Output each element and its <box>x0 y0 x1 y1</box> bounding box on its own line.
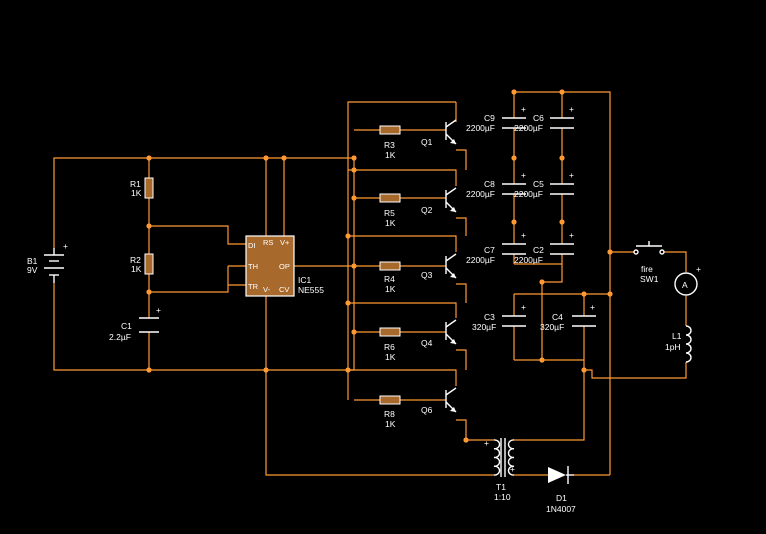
c4-ref: C4 <box>552 312 563 322</box>
battery-b1: + B1 9V <box>27 241 68 283</box>
capacitor-c6: + C6 2200µF <box>514 104 574 133</box>
pin-cv: CV <box>279 285 289 294</box>
t1-plus-secondary: + <box>510 464 515 474</box>
stage-2: R5 1K Q2 <box>379 187 457 228</box>
c8-ref: C8 <box>484 179 495 189</box>
stage-3-q-ref: Q3 <box>421 270 433 280</box>
pin-vplus: V+ <box>280 238 290 247</box>
ic-value: NE555 <box>298 285 324 295</box>
stage-4: R6 1K Q4 <box>379 319 457 362</box>
switch-ref: SW1 <box>640 274 659 284</box>
stage-5-r-value: 1K <box>385 419 396 429</box>
c3-plus: + <box>521 302 526 312</box>
pin-vminus: V- <box>263 285 271 294</box>
resistor-r1: R1 1K <box>130 177 154 199</box>
battery-plus: + <box>63 241 68 251</box>
r2-ref: R2 <box>130 255 141 265</box>
stage-2-q-ref: Q2 <box>421 205 433 215</box>
inductor-value: 1pH <box>665 342 681 352</box>
capacitor-c4: + C4 320µF <box>540 302 596 332</box>
c6-plus: + <box>569 104 574 114</box>
c5-value: 2200µF <box>514 189 543 199</box>
stage-3-r-value: 1K <box>385 284 396 294</box>
stage-5-q-ref: Q6 <box>421 405 433 415</box>
stage-1: R3 1K Q1 <box>379 119 457 160</box>
ammeter-symbol: A <box>682 280 688 290</box>
t1-ref: T1 <box>496 482 506 492</box>
c2-plus: + <box>569 230 574 240</box>
c9-plus: + <box>521 104 526 114</box>
c6-ref: C6 <box>533 113 544 123</box>
stage-2-r-ref: R5 <box>384 208 395 218</box>
c2-value: 2200µF <box>514 255 543 265</box>
stage-1-r-value: 1K <box>385 150 396 160</box>
stage-4-r-value: 1K <box>385 352 396 362</box>
pin-op: OP <box>279 262 290 271</box>
c6-value: 2200µF <box>514 123 543 133</box>
c9-ref: C9 <box>484 113 495 123</box>
c3-ref: C3 <box>484 312 495 322</box>
r2-value: 1K <box>131 264 142 274</box>
pin-th: TH <box>248 262 258 271</box>
ammeter-plus: + <box>696 264 701 274</box>
c1-value: 2.2µF <box>109 332 131 342</box>
inductor-ref: L1 <box>672 331 682 341</box>
stage-5-r-ref: R8 <box>384 409 395 419</box>
r1-value: 1K <box>131 188 142 198</box>
c1-ref: C1 <box>121 321 132 331</box>
c8-value: 2200µF <box>466 189 495 199</box>
c5-plus: + <box>569 170 574 180</box>
switch-sw1: fire SW1 <box>633 241 665 284</box>
c7-value: 2200µF <box>466 255 495 265</box>
pin-rs: RS <box>263 238 273 247</box>
transformer-t1: + + T1 1:10 <box>484 438 515 502</box>
r1-ref: R1 <box>130 179 141 189</box>
pin-tr: TR <box>248 282 259 291</box>
stage-3: R4 1K Q3 <box>379 253 457 294</box>
c7-plus: + <box>521 230 526 240</box>
wires <box>53 91 687 476</box>
c2-ref: C2 <box>533 245 544 255</box>
switch-value: fire <box>641 264 653 274</box>
battery-value: 9V <box>27 265 38 275</box>
inductor-l1: L1 1pH <box>665 325 692 363</box>
c8-plus: + <box>521 170 526 180</box>
stage-4-q-ref: Q4 <box>421 338 433 348</box>
stage-3-r-ref: R4 <box>384 274 395 284</box>
c3-value: 320µF <box>472 322 496 332</box>
capacitor-c7: + C7 2200µF <box>466 230 526 265</box>
stage-1-q-ref: Q1 <box>421 137 433 147</box>
capacitor-c3: + C3 320µF <box>472 302 526 332</box>
capacitor-c9: + C9 2200µF <box>466 104 526 133</box>
capacitor-c1: + C1 2.2µF <box>109 305 161 342</box>
capacitor-c2: + C2 2200µF <box>514 230 574 265</box>
ammeter: A + <box>674 264 701 296</box>
stage-4-r-ref: R6 <box>384 342 395 352</box>
ic1-ne555: DI RS V+ TH OP TR V- CV IC1 NE555 <box>245 235 324 297</box>
c9-value: 2200µF <box>466 123 495 133</box>
stage-1-r-ref: R3 <box>384 140 395 150</box>
stage-5: R8 1K Q6 <box>379 387 457 429</box>
diode-d1: D1 1N4007 <box>546 466 576 514</box>
capacitor-c8: + C8 2200µF <box>466 170 526 199</box>
stage-2-r-value: 1K <box>385 218 396 228</box>
battery-ref: B1 <box>27 256 38 266</box>
t1-value: 1:10 <box>494 492 511 502</box>
junction-dots <box>146 89 613 443</box>
c5-ref: C5 <box>533 179 544 189</box>
resistor-r2: R2 1K <box>130 253 154 275</box>
d1-ref: D1 <box>556 493 567 503</box>
c4-plus: + <box>590 302 595 312</box>
capacitor-c5: + C5 2200µF <box>514 170 574 199</box>
ic-ref: IC1 <box>298 275 312 285</box>
t1-plus-primary: + <box>484 438 489 448</box>
c7-ref: C7 <box>484 245 495 255</box>
d1-value: 1N4007 <box>546 504 576 514</box>
c4-value: 320µF <box>540 322 564 332</box>
c1-plus: + <box>156 305 161 315</box>
pin-di: DI <box>248 241 256 250</box>
